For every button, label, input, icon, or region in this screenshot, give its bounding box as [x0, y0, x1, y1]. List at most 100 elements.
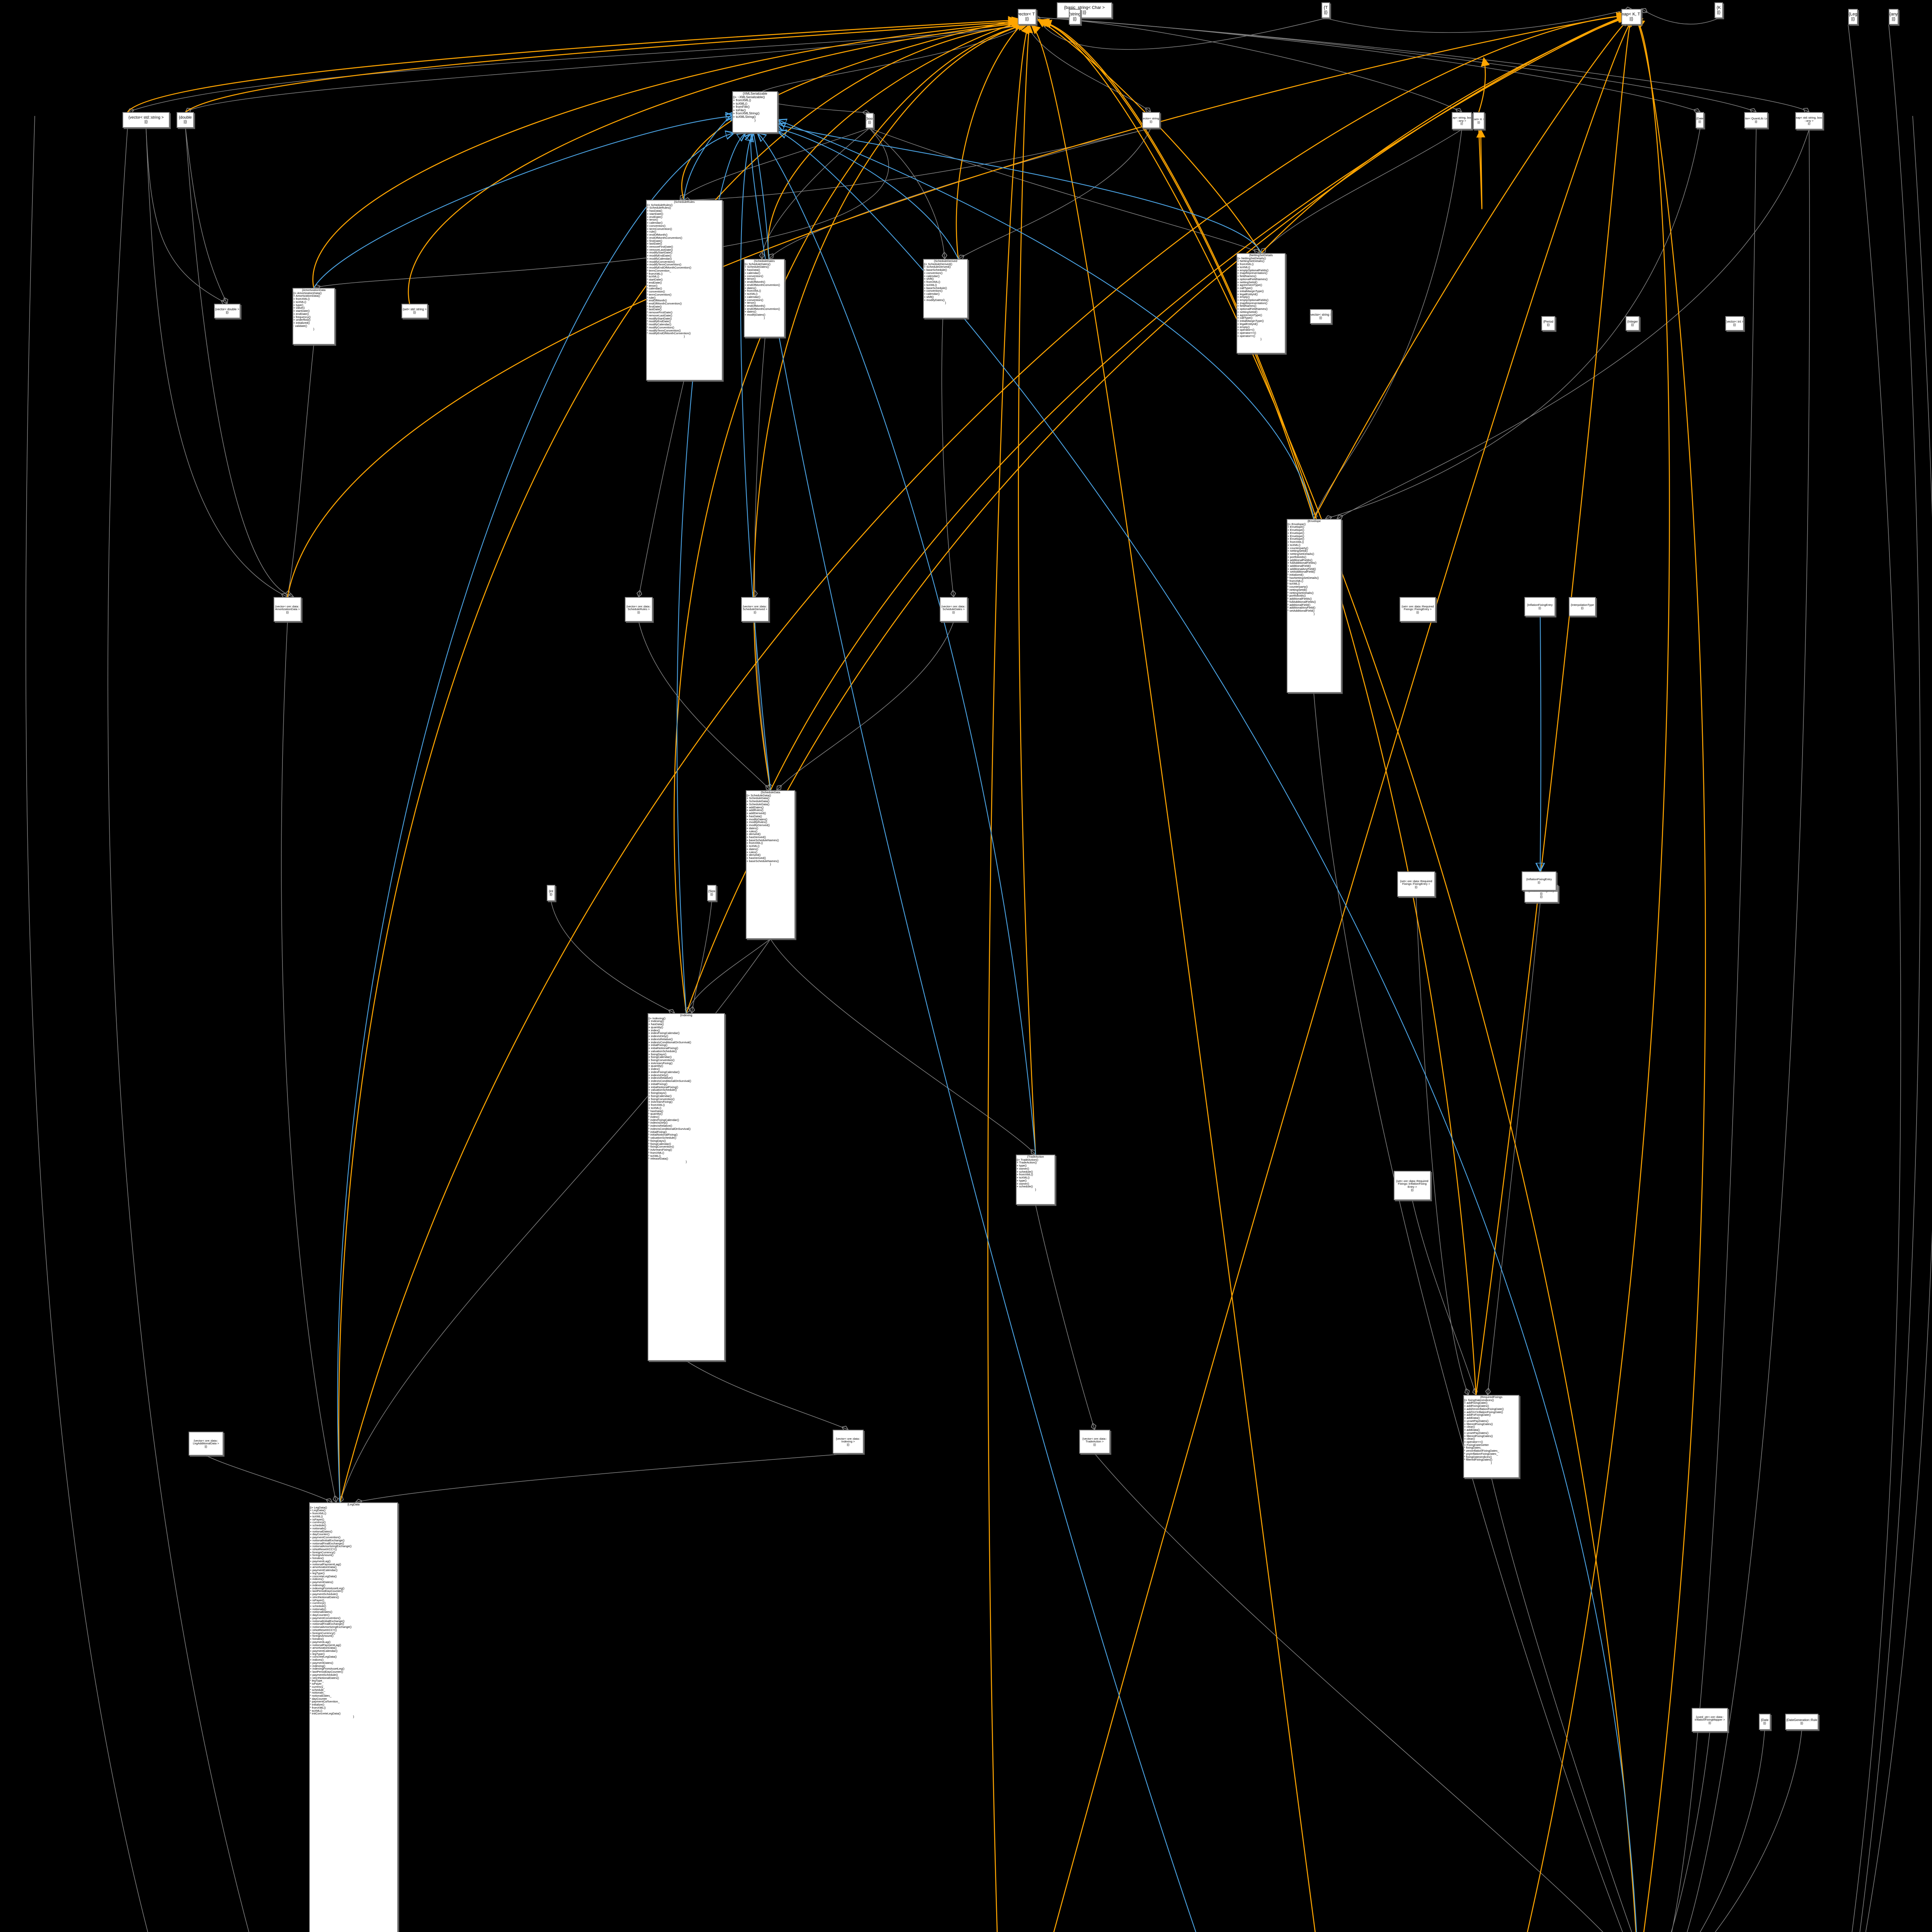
- class-member: * setAdditionalField(): [1287, 609, 1315, 613]
- class-close-brace: }: [684, 335, 685, 338]
- class-member: + indexFixingCalendar(): [648, 1031, 680, 1035]
- class-node-vector_int[interactable]: {vector< int >||}: [1725, 316, 1744, 331]
- class-node-map_stdstring_boostany[interactable]: {map< std::string, boost ::any >||}: [1795, 112, 1823, 129]
- class-member: + paymentCalendar(): [310, 1568, 338, 1572]
- class-member: + isNotResetXCCY(): [310, 1548, 337, 1551]
- class-title: {Leg: [1849, 12, 1857, 17]
- class-node-Indexing[interactable]: {Indexing||+ Indexing()+ Indexing()+ has…: [648, 1013, 725, 1361]
- class-node-vector_double[interactable]: {vector< double >||}: [214, 304, 240, 318]
- class-member: + removeLastDate(): [647, 248, 673, 252]
- class-node-bool_n[interactable]: {bool||}: [866, 113, 874, 128]
- class-member: + nettingSetId(): [1237, 280, 1258, 284]
- class-title: {DateGeneration::Rule: [1786, 1718, 1818, 1722]
- class-member: + hasData(): [648, 1022, 664, 1026]
- class-title: {vector< ore::data:: AmortizationData >: [275, 604, 300, 611]
- class-node-set_ore_reqfix_fixingentry[interactable]: {set< ore::data::Required Fixings::Fixin…: [1397, 871, 1435, 897]
- class-member: + unsetPayDates(): [1464, 1419, 1489, 1423]
- class-node-vector_ore_tradeaction[interactable]: {vector< ore::data:: TradeAction >||}: [1079, 1430, 1110, 1454]
- class-node-used_ptr_ore_indexing[interactable]: {vector< ore::data:: LegAdditionalData >…: [189, 1432, 223, 1456]
- class-close-brace: ||}: [1025, 16, 1029, 21]
- class-node-vector_std_string[interactable]: {vector< std::string >||}: [122, 112, 170, 128]
- class-member: + concreteLegData(): [310, 1574, 337, 1578]
- class-close-brace: }: [945, 301, 946, 305]
- class-close-brace: ||}: [184, 119, 187, 124]
- class-member: + termConvention(): [647, 227, 672, 231]
- class-node-Period_n[interactable]: {Period||}: [1541, 316, 1555, 331]
- class-title: {RequiredFixings: [1480, 1395, 1503, 1399]
- class-node-ScheduleRules[interactable]: {ScheduleRules||+ ScheduleRules()+ Sched…: [646, 200, 723, 381]
- class-node-vector_T[interactable]: {vector< T >||}: [1018, 9, 1036, 25]
- class-node-Date_n[interactable]: {Date||}: [1696, 112, 1704, 128]
- class-node-AmortizationData[interactable]: {AmortizationData||+ AmortizationData()+…: [293, 288, 335, 345]
- class-node-vector_string_mid[interactable]: {vector< string >||}: [1142, 112, 1160, 128]
- class-close-brace: }: [1035, 1188, 1036, 1192]
- class-node-set_ore_infl[interactable]: {set< ore::data::Required Fixings::Infla…: [1394, 1171, 1431, 1200]
- class-node-T_top[interactable]: {T||}: [1321, 2, 1330, 18]
- class-node-K_top[interactable]: {K||}: [1714, 2, 1723, 18]
- class-node-ScheduleDerived[interactable]: {ScheduleDerived||+ ScheduleDerived()+ S…: [923, 259, 968, 318]
- class-member: + baseSchedule(): [924, 268, 947, 272]
- class-member: + ScheduleData(): [747, 799, 770, 803]
- class-node-any_top[interactable]: {any||}: [1889, 9, 1898, 25]
- class-node-set_std_string[interactable]: {set< std::string >||}: [401, 304, 428, 318]
- class-node-Leg_top[interactable]: {Leg||}: [1848, 9, 1858, 25]
- class-member: + paymentLag(): [310, 1559, 331, 1563]
- class-node-LegData[interactable]: {LegData||+ LegData()+ LegData()+ fromXM…: [309, 1502, 398, 1932]
- class-node-double_n[interactable]: {double||}: [177, 112, 194, 128]
- class-node-Size_n[interactable]: {Size||}: [707, 885, 716, 901]
- class-member: ||+ TradeAction(): [1017, 1158, 1039, 1162]
- class-member: + clear(): [1464, 1425, 1475, 1429]
- class-member: + indexIsRelative(): [648, 1037, 673, 1041]
- class-node-Schedule_big[interactable]: {ScheduleData||+ ScheduleData()+ Schedul…: [746, 790, 795, 939]
- class-node-vector_string_l2[interactable]: {vector< string >||}: [1310, 309, 1332, 324]
- class-title: {set< ore::data::Required Fixings::Infla…: [1396, 1179, 1429, 1189]
- class-node-Date2_n[interactable]: {Date||}: [1759, 1714, 1770, 1730]
- class-close-brace: ||}: [1415, 885, 1418, 889]
- class-member: + derived(): [747, 832, 761, 836]
- class-node-string[interactable]: {string||}: [1069, 9, 1081, 25]
- class-title: {ScheduleDates: [753, 259, 775, 263]
- class-node-basic_string_char[interactable]: {basic_string< Char >||}: [1057, 2, 1112, 18]
- class-node-vector_quantlib_leg[interactable]: {vector< QuantLib::Leg >||}: [1744, 112, 1768, 128]
- class-member: + schedule(): [310, 1524, 326, 1527]
- class-member: + schedule(): [310, 1604, 326, 1608]
- class-node-Integer_n[interactable]: {Integer||}: [1626, 316, 1639, 331]
- class-node-int_n[interactable]: {int||}: [547, 885, 555, 901]
- class-node-Envelope[interactable]: {Envelope||+ Envelope()+ Envelope()+ Env…: [1287, 519, 1342, 693]
- class-member: * removeFirstDate(): [647, 311, 673, 315]
- class-node-vector_ore_schedulederived[interactable]: {vector< ore::data:: ScheduleDerived >||…: [741, 597, 769, 622]
- class-node-XMLSerializable[interactable]: {XMLSerializable||+ ~XMLSerializable()+ …: [732, 91, 778, 133]
- class-member: + baseSchedule(): [924, 286, 947, 290]
- class-member: + toXML(): [747, 844, 760, 848]
- class-node-set_ore_requiredfixings[interactable]: {set< ore::data::Required Fixings::Fixin…: [1400, 597, 1436, 622]
- class-node-ScheduleDates[interactable]: {ScheduleDates||+ ScheduleDates()+ Sched…: [744, 259, 785, 337]
- class-node-map_string_boostany[interactable]: {map< string, boost ::any >||}: [1452, 112, 1472, 129]
- class-node-RequiredFixings[interactable]: {RequiredFixings||+ fixingDatesIndices()…: [1463, 1395, 1519, 1478]
- class-node-vector_ore_amortizationdata[interactable]: {vector< ore::data:: AmortizationData >|…: [274, 597, 301, 622]
- class-node-InflationFixingEntry_2[interactable]: {InflationFixingEntry||}: [1522, 871, 1556, 891]
- class-close-brace: ||}: [1629, 16, 1633, 21]
- class-node-vector_ore_schedulerules[interactable]: {vector< ore::data:: ScheduleRules >||}: [625, 597, 653, 622]
- class-node-InterpolationType[interactable]: {InterpolationType||}: [1569, 597, 1596, 616]
- class-node-set_K[interactable]: {set< K >||}: [1473, 112, 1485, 129]
- class-node-used_ptr_inflationfixingmapper[interactable]: {used_ptr< ore::data:: InflationFixingMa…: [1692, 1708, 1728, 1732]
- class-close-brace: ||}: [1800, 1721, 1803, 1725]
- class-title: {Date: [1761, 1718, 1769, 1722]
- class-node-vector_ore_scheduledates[interactable]: {vector< ore::data:: ScheduleDates >||}: [940, 597, 968, 622]
- class-node-TradeAction[interactable]: {TradeAction||+ TradeAction()+ TradeActi…: [1016, 1155, 1055, 1205]
- class-title: {T: [1323, 5, 1328, 10]
- class-member: + ScheduleDerived(): [924, 265, 951, 269]
- class-close-brace: ||}: [1538, 606, 1541, 610]
- class-member: + notionalInitialExchange(): [310, 1619, 345, 1623]
- class-node-NettingSetDetails[interactable]: {NettingSetDetails||+ NettingSetDetails(…: [1236, 253, 1286, 354]
- class-member: + additionalAnyField(): [1287, 567, 1316, 571]
- class-member: + fromXML(): [310, 1512, 327, 1515]
- class-node-vector_ore_indexing[interactable]: {vector< ore::data:: Indexing >||}: [833, 1430, 864, 1454]
- class-close-brace: }: [770, 862, 771, 866]
- class-node-map_K_T[interactable]: {map< K, T >||}: [1621, 9, 1641, 25]
- class-node-InflationFixingEntry[interactable]: {InflationFixingEntry||}: [1524, 597, 1555, 616]
- class-node-DateGeneration_n[interactable]: {DateGeneration::Rule||}: [1785, 1714, 1818, 1730]
- class-title: {double: [179, 116, 192, 120]
- class-close-brace: ||}: [1891, 16, 1896, 21]
